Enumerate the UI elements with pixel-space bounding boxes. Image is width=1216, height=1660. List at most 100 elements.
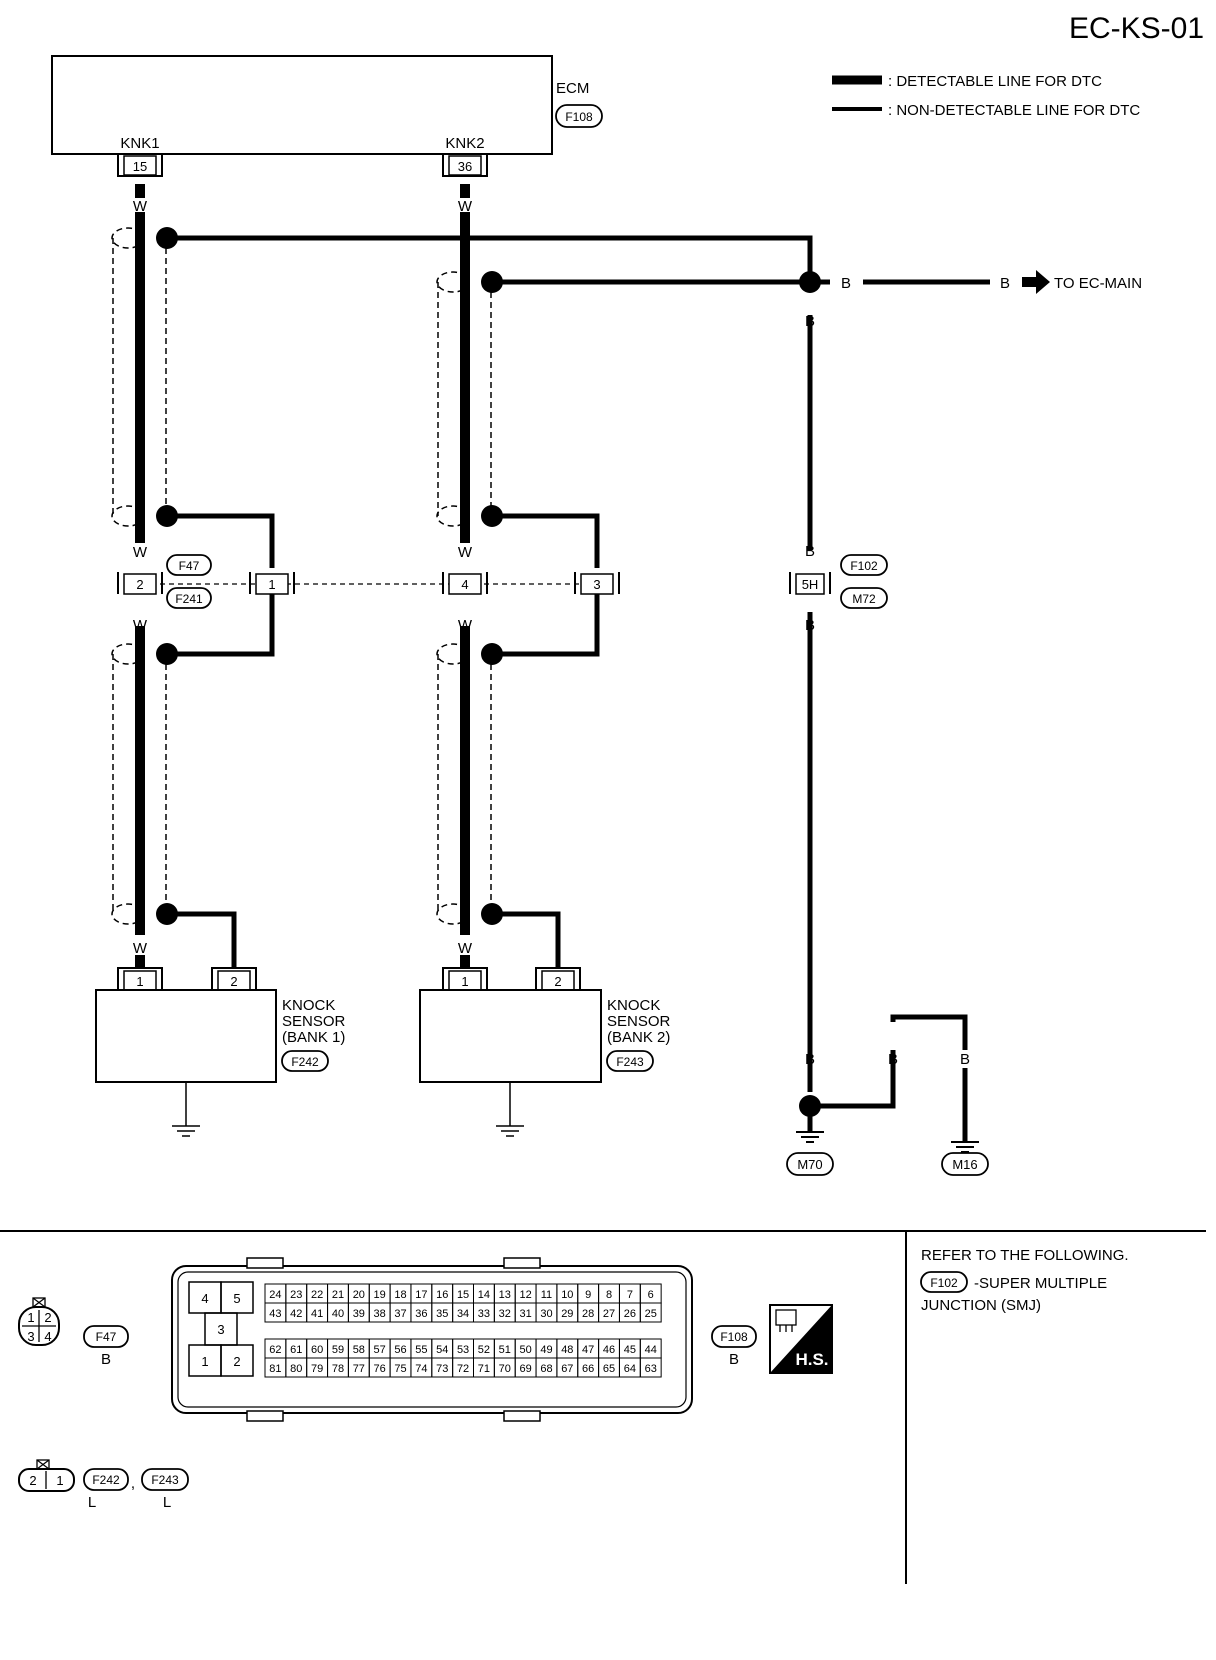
- svg-text:M72: M72: [852, 592, 876, 606]
- f108-pin-number: 48: [561, 1344, 573, 1356]
- svg-text:F108: F108: [720, 1330, 748, 1344]
- svg-text:KNOCK: KNOCK: [282, 997, 335, 1014]
- f108-pin-number: 20: [353, 1289, 365, 1301]
- f108-pin-number: 62: [269, 1344, 281, 1356]
- splice-dot: [156, 903, 178, 925]
- f108-pin-number: 19: [374, 1289, 386, 1301]
- f108-pin-number: 74: [415, 1363, 427, 1375]
- splice-dot: [481, 643, 503, 665]
- svg-text:F243: F243: [616, 1055, 644, 1069]
- f108-pin-number: 55: [415, 1344, 427, 1356]
- svg-text:W: W: [133, 544, 148, 561]
- splice-dot: [156, 643, 178, 665]
- f108-pin-number: 44: [645, 1344, 657, 1356]
- svg-text:W: W: [133, 940, 148, 957]
- f108-pin-number: 58: [353, 1344, 365, 1356]
- svg-text:5: 5: [233, 1291, 240, 1306]
- f108-pin-number: 32: [499, 1308, 511, 1320]
- f108-pin-number: 79: [311, 1363, 323, 1375]
- svg-text:3: 3: [217, 1322, 224, 1337]
- svg-text:1: 1: [27, 1310, 34, 1325]
- svg-text:2: 2: [230, 974, 237, 989]
- svg-text:3: 3: [27, 1329, 34, 1344]
- harness-pin-1: 1: [249, 572, 295, 595]
- ground-wire-labels: B B B B B B B B: [805, 275, 1010, 1068]
- svg-text:F102: F102: [850, 559, 878, 573]
- f108-pin-number: 81: [269, 1363, 281, 1375]
- svg-text:15: 15: [133, 159, 147, 174]
- f108-pin-number: 40: [332, 1308, 344, 1320]
- svg-text:W: W: [133, 198, 148, 215]
- harness-pin-4: 4: [442, 572, 488, 595]
- hs-badge: H.S.: [769, 1304, 833, 1374]
- f108-pin-number: 37: [394, 1308, 406, 1320]
- note-line-1: REFER TO THE FOLLOWING.: [921, 1247, 1129, 1264]
- knock-sensor-bank-2: 1 2 KNOCK SENSOR (BANK 2) F243: [419, 967, 671, 1137]
- connector-id-f102: F102: [840, 554, 888, 576]
- reference-note: REFER TO THE FOLLOWING. F102 -SUPER MULT…: [920, 1247, 1129, 1314]
- f108-pin-number: 46: [603, 1344, 615, 1356]
- f108-pin-number: 24: [269, 1289, 281, 1301]
- f108-pin-number: 78: [332, 1363, 344, 1375]
- harness-pin-5h: 5H: [789, 572, 831, 595]
- svg-text:W: W: [458, 940, 473, 957]
- page-code: EC-KS-01: [1069, 12, 1204, 45]
- svg-text:1: 1: [461, 974, 468, 989]
- splice-dot: [481, 505, 503, 527]
- f108-pin-number: 35: [436, 1308, 448, 1320]
- f108-pin-number: 47: [582, 1344, 594, 1356]
- harness-pin-3: 3: [574, 572, 620, 595]
- svg-text:L: L: [163, 1494, 171, 1511]
- svg-text:2: 2: [29, 1473, 36, 1488]
- connector-symbol-icon: [775, 1309, 797, 1332]
- f108-pin-number: 38: [374, 1308, 386, 1320]
- f108-pin-number: 33: [478, 1308, 490, 1320]
- f108-pin-cell: [639, 1357, 662, 1378]
- svg-text:B: B: [888, 1051, 898, 1068]
- legend-detectable: : DETECTABLE LINE FOR DTC: [888, 73, 1102, 90]
- svg-text:(BANK 1): (BANK 1): [282, 1029, 345, 1046]
- f108-pin-number: 22: [311, 1289, 323, 1301]
- f108-pin-number: 14: [478, 1289, 490, 1301]
- svg-text:F47: F47: [96, 1330, 117, 1344]
- f108-pin-number: 49: [540, 1344, 552, 1356]
- f108-pin-number: 15: [457, 1289, 469, 1301]
- f108-pin-number: 54: [436, 1344, 448, 1356]
- f108-pin-number: 23: [290, 1289, 302, 1301]
- ecm-pin-36: 36: [442, 154, 488, 177]
- splice-dot: [481, 271, 503, 293]
- ecm-block: ECM F108 KNK1 KNK2: [51, 55, 603, 155]
- f108-pin-number: 51: [499, 1344, 511, 1356]
- svg-text:3: 3: [593, 577, 600, 592]
- svg-text:B: B: [805, 1051, 815, 1068]
- svg-text:W: W: [133, 617, 148, 634]
- f108-pin-number: 11: [541, 1289, 552, 1301]
- svg-text:F47: F47: [179, 559, 200, 573]
- svg-text:B: B: [1000, 275, 1010, 292]
- f108-pin-number: 69: [520, 1363, 532, 1375]
- f108-pin-number: 52: [478, 1344, 490, 1356]
- ecm-label: ECM: [556, 80, 589, 97]
- f108-pin-number: 59: [332, 1344, 344, 1356]
- to-ec-main: TO EC-MAIN: [1022, 270, 1142, 294]
- hs-badge-text: H.S.: [795, 1350, 828, 1369]
- svg-text:4: 4: [201, 1291, 208, 1306]
- f108-pin-number: 68: [540, 1363, 552, 1375]
- f108-pin-number: 27: [603, 1308, 615, 1320]
- f108-pin-number: 34: [457, 1308, 469, 1320]
- svg-text:F241: F241: [175, 592, 203, 606]
- svg-text:B: B: [805, 543, 815, 560]
- svg-text:B: B: [729, 1351, 739, 1368]
- shield-wires: [167, 235, 990, 1142]
- splice-points: [156, 227, 821, 1117]
- f108-pin-number: 31: [520, 1308, 532, 1320]
- svg-text:4: 4: [461, 577, 468, 592]
- splice-dot: [799, 1095, 821, 1117]
- f108-pin-number: 50: [520, 1344, 532, 1356]
- svg-text:B: B: [841, 275, 851, 292]
- svg-text:1: 1: [136, 974, 143, 989]
- knock-sensor-bank-1: 1 2 KNOCK SENSOR (BANK 1) F242: [95, 967, 346, 1137]
- svg-text:2: 2: [233, 1354, 240, 1369]
- f108-pin-number: 12: [520, 1289, 532, 1301]
